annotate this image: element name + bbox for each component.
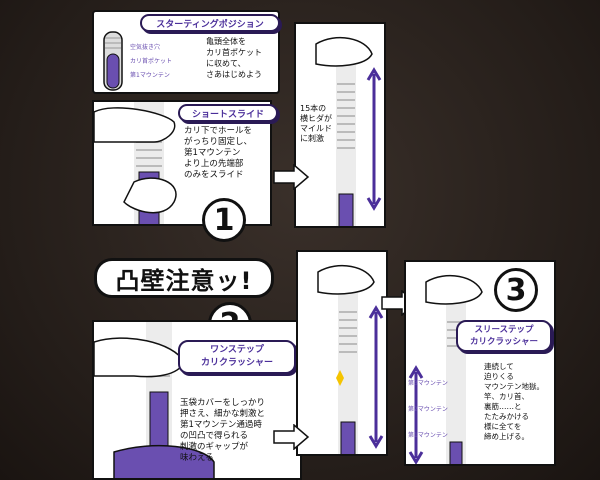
mountain-label-1: 第1マウンテン xyxy=(408,432,448,439)
sleeve-illustration xyxy=(103,31,123,91)
mountain-label-3: 第3マウンテン xyxy=(408,380,448,387)
step2-desc: 玉袋カバーをしっかり 押さえ、細かな刺激と 第1マウンテン通過時 の凹凸で得られ… xyxy=(180,398,266,463)
label-kari-pocket: カリ首ポケット xyxy=(130,58,173,65)
starting-position-title: スターティングポジション xyxy=(140,14,280,32)
arrow-right-icon xyxy=(273,424,310,450)
starting-desc: 亀頭全体を カリ首ポケット に収めて、 さあはじめよう xyxy=(206,37,262,79)
long-sleeve-drawing-2 xyxy=(317,264,384,454)
label-first-mountain: 第1マウンテン xyxy=(130,72,170,79)
step1-title: ショートスライド xyxy=(178,104,278,122)
step1-note: 15本の 横ヒダが マイルド に刺激 xyxy=(300,104,332,143)
step1-number: 1 xyxy=(202,198,246,242)
step2-sleeve-panel xyxy=(296,250,388,456)
step1-desc: カリ下でホールを がっちり固定し、 第1マウンテン より上の先端部 のみをスライ… xyxy=(184,126,253,180)
mountain-label-2: 第2マウンテン xyxy=(408,406,448,413)
step2-title: ワンステップ カリクラッシャー xyxy=(178,340,296,374)
step3-desc: 連続して 迫りくる マウンテン地獄。 竿、カリ首、 裏筋……と たたみかける 様… xyxy=(484,362,544,441)
hand-sleeve-drawing xyxy=(94,102,177,224)
warning-banner: 凸壁注意ッ! xyxy=(94,258,274,298)
step3-panel: スリーステップ カリクラッシャー 第3マウンテン 第2マウンテン 第1マウンテン… xyxy=(404,260,556,466)
arrow-right-icon xyxy=(273,164,310,190)
step1-sleeve-panel: 15本の 横ヒダが マイルド に刺激 xyxy=(294,22,386,228)
label-air-hole: 空気抜き穴 xyxy=(130,44,161,51)
step3-number: 3 xyxy=(494,268,538,312)
hand-sleeve-drawing-2 xyxy=(94,322,215,478)
long-sleeve-drawing xyxy=(315,36,382,226)
step3-title: スリーステップ カリクラッシャー xyxy=(456,320,552,352)
